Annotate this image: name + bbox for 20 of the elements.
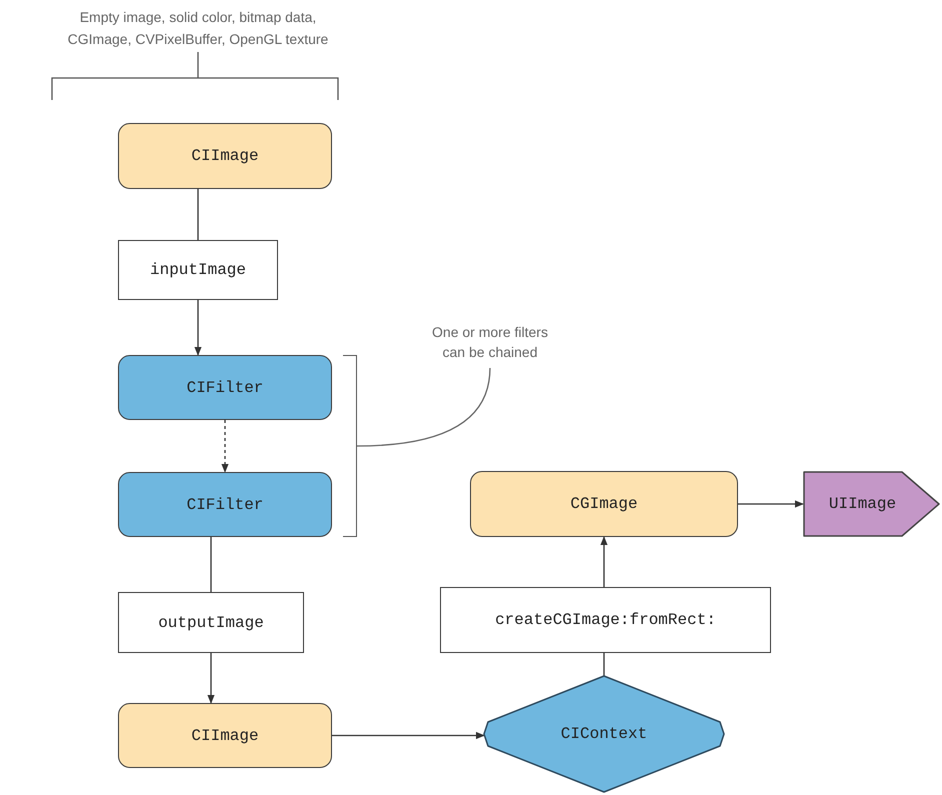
bracket	[343, 355, 357, 537]
source-note: Empty image, solid color, bitmap data, CGImage, CVPixelBuffer, OpenGL texture	[66, 8, 330, 49]
annotation-text: One or more filters can be chained	[420, 322, 560, 366]
process-box: CIImage	[118, 703, 332, 768]
arrow	[600, 536, 608, 587]
method-box: createCGImage:fromRect:	[440, 587, 771, 653]
property-box: inputImage	[118, 240, 278, 300]
process-box: CIImage	[118, 123, 332, 189]
arrow	[207, 653, 215, 704]
arrow	[332, 732, 485, 740]
arrow	[738, 500, 804, 508]
leader-line	[356, 368, 491, 447]
arrow	[194, 300, 202, 356]
process-box: CGImage	[470, 471, 738, 537]
node-label: CIContext	[560, 725, 648, 743]
property-box: outputImage	[118, 592, 304, 653]
filter-box: CIFilter	[118, 355, 332, 420]
filter-box: CIFilter	[118, 472, 332, 537]
arrow	[221, 420, 229, 473]
node-label: UIImage	[828, 495, 898, 513]
